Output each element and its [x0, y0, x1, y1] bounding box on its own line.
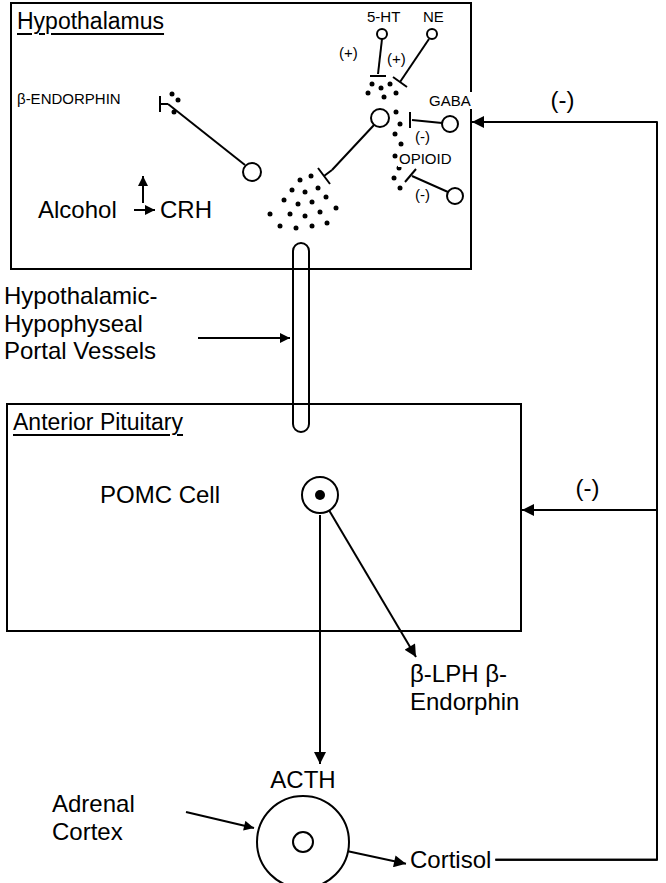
gland-circle-shape: [255, 794, 351, 883]
cell-circle-shape: [300, 475, 340, 515]
hormone-label: Cortisol: [410, 846, 491, 874]
hormone-text: Cortisol: [410, 846, 491, 874]
connector-arrow: [319, 515, 321, 764]
region-box: Anterior PituitaryPOMC Cell: [6, 403, 522, 632]
region-title: Hypothalamus: [17, 8, 164, 34]
annotation-label: (+): [386, 50, 407, 67]
cell-label: POMC Cell: [100, 481, 220, 509]
hormone-label: ACTH: [270, 766, 335, 794]
annotation-label: Adrenal Cortex: [52, 790, 135, 845]
annotation-label: β-ENDORPHIN: [16, 90, 122, 107]
annotation-label: Alcohol: [38, 196, 117, 224]
annotation-label: 5-HT: [366, 8, 401, 25]
annotation-label: NE: [422, 8, 445, 25]
connector-arrow: [329, 510, 416, 657]
annotation-label: (-): [414, 128, 431, 145]
annotation-label: Hypothalamic- Hypophyseal Portal Vessels: [4, 282, 194, 365]
connector-arrow: [495, 510, 657, 860]
connector-arrow: [348, 851, 406, 864]
edge-label: (-): [574, 474, 602, 502]
region-box: Hypothalamus: [10, 2, 472, 270]
edge-label: (-): [549, 86, 577, 114]
connector-arrow: [472, 122, 657, 860]
hormone-label: β-LPH β-Endorphin: [410, 660, 519, 715]
cell-circle: POMC Cell: [100, 475, 340, 515]
region-title: Anterior Pituitary: [13, 409, 183, 435]
annotation-label: GABA: [428, 92, 472, 109]
annotation-label: OPIOID: [398, 150, 453, 167]
hormone-text: β-LPH β-Endorphin: [410, 660, 519, 715]
annotation-label: (-): [414, 186, 431, 203]
annotation-label: (+): [338, 44, 359, 61]
gland-circle: ACTH: [255, 766, 351, 883]
annotation-label: CRH: [160, 196, 212, 224]
